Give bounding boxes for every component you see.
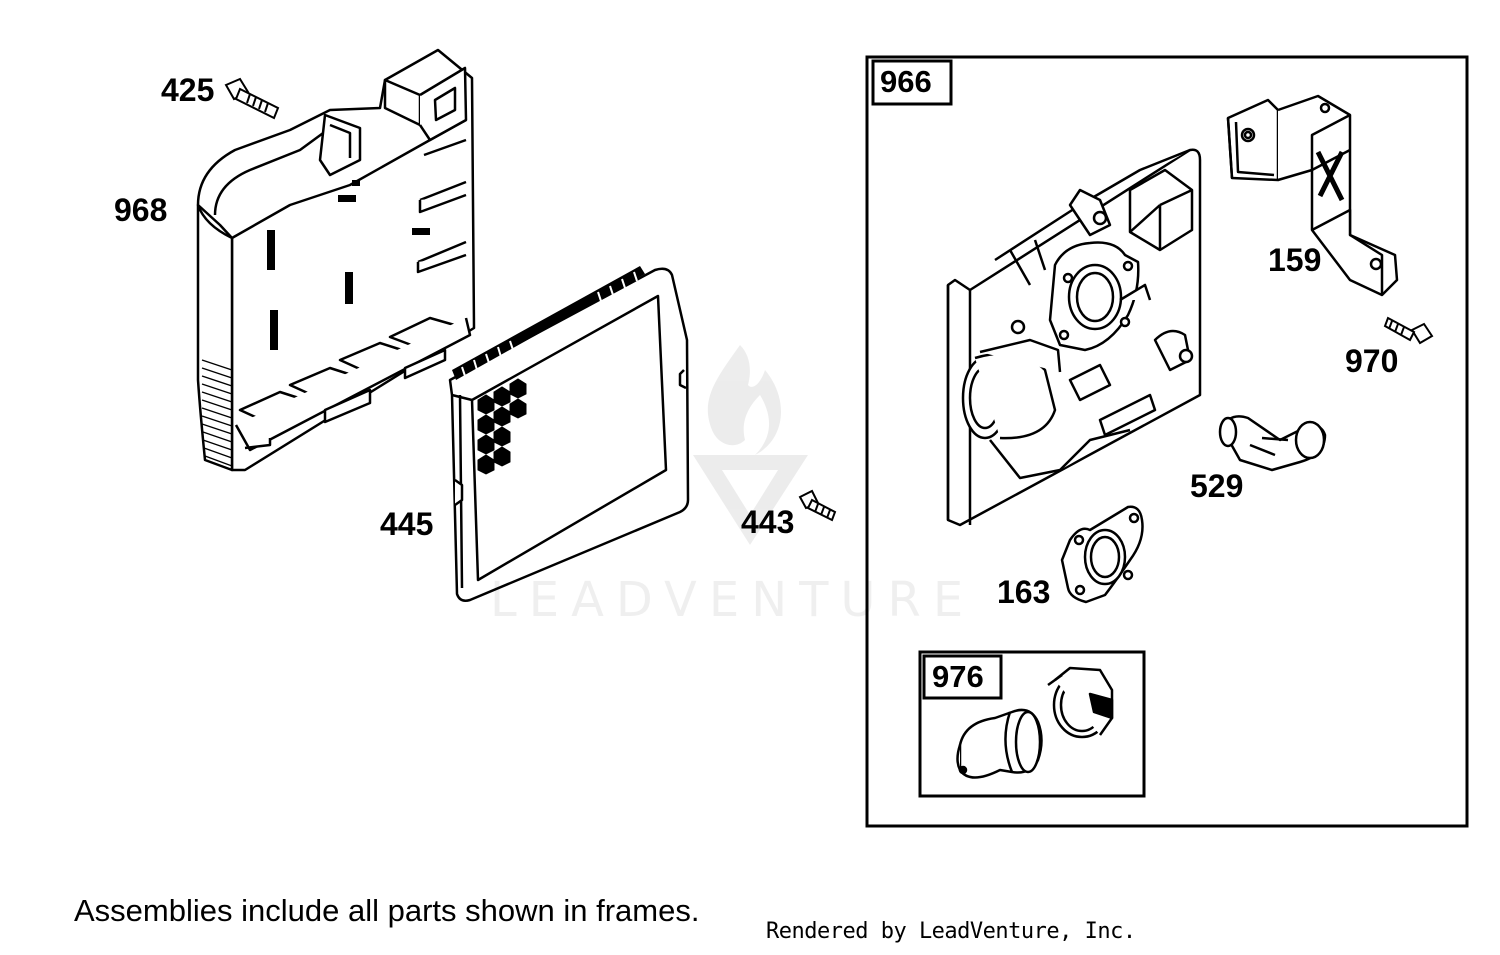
bolt-425-icon xyxy=(224,77,280,120)
callout-443: 443 xyxy=(741,504,795,540)
callout-445: 445 xyxy=(380,506,434,542)
cap-and-clamp-976 xyxy=(956,666,1114,779)
callout-425: 425 xyxy=(161,72,215,108)
screw-443-icon xyxy=(798,489,837,522)
rendered-by-credit: Rendered by LeadVenture, Inc. xyxy=(766,919,1136,944)
air-cleaner-base-968 xyxy=(196,48,476,472)
watermark-brand: LEADVENTURE xyxy=(490,572,976,628)
gasket-163 xyxy=(1060,505,1144,604)
filter-mesh xyxy=(477,378,527,475)
grille-hatch xyxy=(201,359,233,467)
bracket-159 xyxy=(1226,94,1399,297)
callout-970: 970 xyxy=(1345,343,1399,379)
callout-976: 976 xyxy=(932,659,984,694)
callout-968: 968 xyxy=(114,192,168,228)
callout-966: 966 xyxy=(880,64,932,99)
callout-163: 163 xyxy=(997,574,1051,610)
breather-tube-529 xyxy=(1218,415,1327,472)
air-filter-445 xyxy=(448,267,690,602)
filter-pleat-gaps xyxy=(461,271,638,377)
air-cleaner-plate-966 xyxy=(946,148,1202,527)
screw-970-icon xyxy=(1383,316,1434,345)
assembly-frame-976 xyxy=(918,650,1146,798)
callout-529: 529 xyxy=(1190,468,1244,504)
flame-v-logo-icon xyxy=(693,345,808,545)
assembly-frame-966 xyxy=(865,55,1469,828)
callout-159: 159 xyxy=(1268,242,1322,278)
footer-note: Assemblies include all parts shown in fr… xyxy=(74,893,700,928)
